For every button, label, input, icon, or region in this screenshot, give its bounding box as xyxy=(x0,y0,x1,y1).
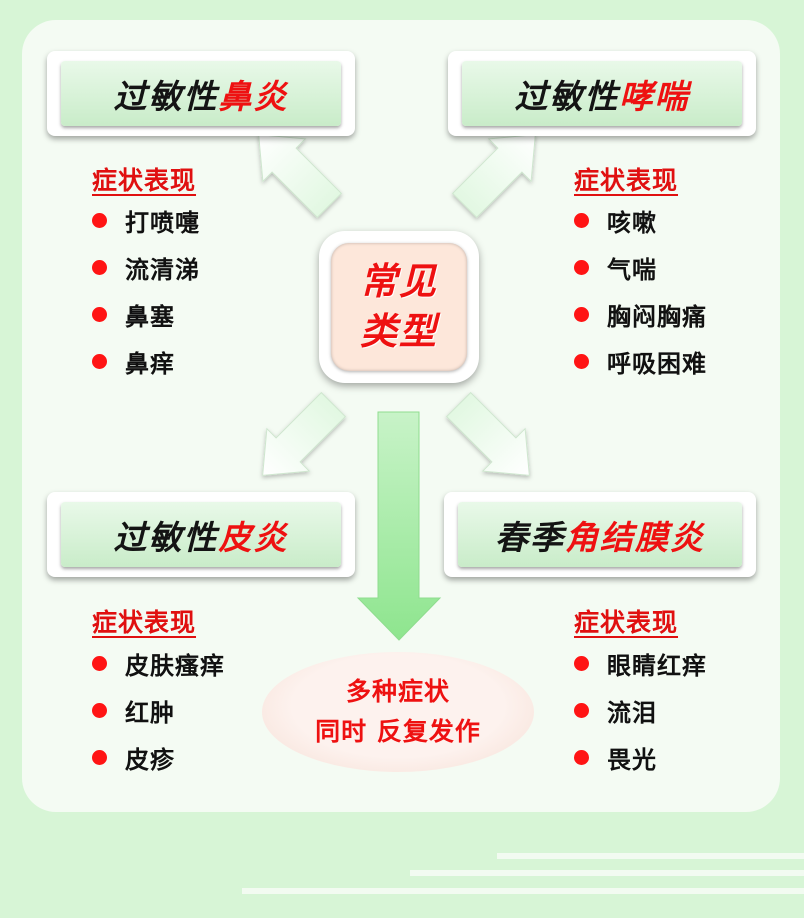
symptom-header-keratoconjunctivitis: 症状表现 xyxy=(574,608,679,637)
symptom-text: 皮肤瘙痒 xyxy=(125,651,225,680)
bullet-dot xyxy=(92,260,107,275)
card-title-highlight: 哮喘 xyxy=(619,76,690,116)
symptom-item: 鼻痒 xyxy=(92,338,200,385)
card-title: 春季角结膜炎 xyxy=(458,502,742,567)
symptom-header-asthma: 症状表现 xyxy=(574,166,679,195)
symptom-item: 鼻塞 xyxy=(92,291,200,338)
card-allergic-dermatitis: 过敏性皮炎 xyxy=(47,492,355,577)
bullet-dot xyxy=(92,750,107,765)
card-title-highlight: 鼻炎 xyxy=(218,76,289,116)
bullet-dot xyxy=(92,354,107,369)
bullet-dot xyxy=(574,703,589,718)
symptom-text: 畏光 xyxy=(607,745,657,774)
card-title-prefix: 过敏性 xyxy=(113,76,219,116)
symptom-text: 鼻痒 xyxy=(125,349,175,378)
symptom-item: 咳嗽 xyxy=(574,197,707,244)
center-title-line1: 常见 xyxy=(360,260,438,303)
bullet-dot xyxy=(92,656,107,671)
decorative-line xyxy=(242,888,804,894)
bullet-dot xyxy=(574,354,589,369)
symptom-text: 咳嗽 xyxy=(607,208,657,237)
card-spring-keratoconjunctivitis: 春季角结膜炎 xyxy=(444,492,756,577)
center-box: 常见 类型 xyxy=(319,231,479,383)
bullet-dot xyxy=(92,213,107,228)
bullet-dot xyxy=(574,656,589,671)
bullet-dot xyxy=(574,750,589,765)
symptom-item: 流泪 xyxy=(574,687,707,734)
symptom-text: 胸闷胸痛 xyxy=(607,302,707,331)
summary-line1: 多种症状 xyxy=(345,677,450,706)
symptom-text: 气喘 xyxy=(607,255,657,284)
symptom-list-dermatitis: 皮肤瘙痒 红肿 皮疹 xyxy=(92,640,225,781)
symptom-text: 呼吸困难 xyxy=(607,349,707,378)
card-title-highlight: 角结膜炎 xyxy=(565,517,705,557)
decorative-line xyxy=(497,853,804,859)
card-title: 过敏性哮喘 xyxy=(462,61,742,126)
bullet-dot xyxy=(92,703,107,718)
bullet-dot xyxy=(574,307,589,322)
arrow-down-center xyxy=(356,411,442,641)
symptom-item: 呼吸困难 xyxy=(574,338,707,385)
center-title-line2: 类型 xyxy=(360,310,438,353)
card-title-prefix: 春季 xyxy=(495,517,565,557)
card-title: 过敏性皮炎 xyxy=(61,502,341,567)
arrow-up-left xyxy=(258,134,343,219)
symptom-header-rhinitis: 症状表现 xyxy=(92,166,197,195)
symptom-text: 皮疹 xyxy=(125,745,175,774)
card-title-prefix: 过敏性 xyxy=(514,76,620,116)
symptom-text: 鼻塞 xyxy=(125,302,175,331)
symptom-text: 流泪 xyxy=(607,698,657,727)
symptom-item: 红肿 xyxy=(92,687,225,734)
decorative-line xyxy=(410,870,804,876)
symptom-list-asthma: 咳嗽 气喘 胸闷胸痛 呼吸困难 xyxy=(574,197,707,385)
card-title-highlight: 皮炎 xyxy=(218,517,289,557)
symptom-header-dermatitis: 症状表现 xyxy=(92,608,197,637)
symptom-text: 流清涕 xyxy=(125,255,200,284)
card-allergic-asthma: 过敏性哮喘 xyxy=(448,51,756,136)
symptom-text: 红肿 xyxy=(125,698,175,727)
symptom-item: 胸闷胸痛 xyxy=(574,291,707,338)
card-allergic-rhinitis: 过敏性鼻炎 xyxy=(47,51,355,136)
bullet-dot xyxy=(574,260,589,275)
summary-line2: 同时 反复发作 xyxy=(315,717,481,746)
symptom-item: 畏光 xyxy=(574,734,707,781)
bullet-dot xyxy=(92,307,107,322)
symptom-item: 流清涕 xyxy=(92,244,200,291)
symptom-list-rhinitis: 打喷嚏 流清涕 鼻塞 鼻痒 xyxy=(92,197,200,385)
arrow-up-right xyxy=(451,134,536,219)
symptom-text: 打喷嚏 xyxy=(125,208,200,237)
symptom-item: 眼睛红痒 xyxy=(574,640,707,687)
symptom-list-keratoconjunctivitis: 眼睛红痒 流泪 畏光 xyxy=(574,640,707,781)
bullet-dot xyxy=(574,213,589,228)
symptom-text: 眼睛红痒 xyxy=(607,651,707,680)
symptom-item: 皮疹 xyxy=(92,734,225,781)
arrow-down-right xyxy=(445,391,530,476)
arrow-down-left xyxy=(262,391,347,476)
card-title: 过敏性鼻炎 xyxy=(61,61,341,126)
symptom-item: 皮肤瘙痒 xyxy=(92,640,225,687)
symptom-item: 气喘 xyxy=(574,244,707,291)
symptom-item: 打喷嚏 xyxy=(92,197,200,244)
summary-ellipse: 多种症状 同时 反复发作 xyxy=(262,652,534,772)
center-box-inner: 常见 类型 xyxy=(331,243,467,371)
card-title-prefix: 过敏性 xyxy=(113,517,219,557)
